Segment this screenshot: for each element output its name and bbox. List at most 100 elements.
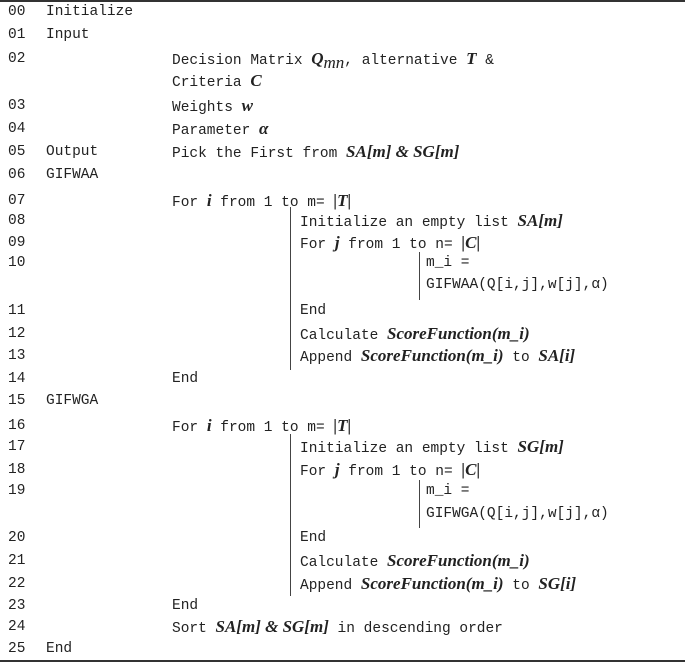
statement: End	[172, 371, 199, 387]
line-number: 13	[8, 348, 26, 364]
stmt-text: For	[172, 195, 207, 211]
stmt-text: Append	[300, 350, 361, 366]
line-03: 03 Weights w	[0, 95, 685, 117]
statement: Calculate ScoreFunction(m_i)	[300, 323, 530, 347]
stmt-text: Calculate	[300, 328, 388, 344]
statement: Criteria C	[172, 70, 262, 94]
line-19: 19 m_i =	[0, 480, 685, 502]
math-expr: SA[m]	[517, 211, 563, 230]
line-number: 00	[8, 4, 26, 20]
line-number: 23	[8, 598, 26, 614]
line-05: 05 Output Pick the First from SA[m] & SG…	[0, 141, 685, 163]
line-10-cont: GIFWAA(Q[i,j],w[j],α)	[0, 274, 685, 296]
math-expr: SG[m]	[517, 437, 564, 456]
line-23: 23 End	[0, 595, 685, 617]
stmt-text: Calculate	[300, 555, 388, 571]
math-expr: SA[m] & SG[m]	[215, 617, 329, 636]
line-number: 04	[8, 121, 26, 137]
line-number: 18	[8, 462, 26, 478]
line-04: 04 Parameter α	[0, 118, 685, 140]
line-number: 20	[8, 530, 26, 546]
statement: GIFWAA(Q[i,j],w[j],α)	[426, 277, 609, 293]
section-label: End	[46, 641, 73, 657]
statement: Weights w	[172, 95, 253, 119]
line-16: 16 For i from 1 to m= |T|	[0, 415, 685, 437]
line-number: 25	[8, 641, 26, 657]
stmt-text: to	[503, 350, 539, 366]
section-label: Initialize	[46, 4, 134, 20]
line-number: 11	[8, 303, 26, 319]
line-25: 25 End	[0, 638, 685, 660]
line-17: 17 Initialize an empty list SG[m]	[0, 436, 685, 458]
math-expr: |T|	[333, 416, 352, 435]
math-var: i	[206, 416, 212, 435]
indent-guide-outer-gifwaa	[290, 207, 291, 370]
statement: For i from 1 to m= |T|	[172, 415, 351, 439]
section-label: Input	[46, 27, 90, 43]
line-14: 14 End	[0, 368, 685, 390]
math-expr: ScoreFunction(m_i)	[360, 346, 504, 365]
statement: Append ScoreFunction(m_i) to SG[i]	[300, 573, 576, 597]
statement: Initialize an empty list SG[m]	[300, 436, 564, 460]
math-expr: ScoreFunction(m_i)	[360, 574, 504, 593]
stmt-text: For	[172, 420, 207, 436]
line-12: 12 Calculate ScoreFunction(m_i)	[0, 323, 685, 345]
line-number: 02	[8, 51, 26, 67]
stmt-text: Weights	[172, 100, 242, 116]
line-13: 13 Append ScoreFunction(m_i) to SA[i]	[0, 345, 685, 367]
stmt-text: Sort	[172, 621, 216, 637]
indent-guide-inner-gifwga	[419, 480, 420, 528]
stmt-text: to	[503, 578, 539, 594]
statement: For j from 1 to n= |C|	[300, 459, 480, 483]
math-var: C	[250, 71, 262, 90]
line-number: 24	[8, 619, 26, 635]
line-11: 11 End	[0, 300, 685, 322]
math-var: j	[334, 233, 340, 252]
math-expr: |C|	[461, 233, 481, 252]
line-01: 01 Input	[0, 24, 685, 46]
line-number: 21	[8, 553, 26, 569]
stmt-text: from 1 to n=	[339, 464, 462, 480]
line-number: 10	[8, 255, 26, 271]
stmt-text: in descending order	[328, 621, 503, 637]
bottom-rule	[0, 660, 685, 662]
math-expr: |C|	[461, 460, 481, 479]
math-expr: ScoreFunction(m_i)	[387, 324, 530, 343]
line-number: 12	[8, 326, 26, 342]
statement: Sort SA[m] & SG[m] in descending order	[172, 616, 503, 640]
line-number: 16	[8, 418, 26, 434]
stmt-text: from 1 to m=	[211, 195, 334, 211]
stmt-text: Parameter	[172, 123, 260, 139]
line-number: 14	[8, 371, 26, 387]
indent-guide-outer-gifwga	[290, 434, 291, 596]
stmt-text: Append	[300, 578, 361, 594]
indent-guide-inner-gifwaa	[419, 252, 420, 300]
line-number: 19	[8, 483, 26, 499]
stmt-text: For	[300, 464, 335, 480]
line-00: 00 Initialize	[0, 1, 685, 23]
line-09: 09 For j from 1 to n= |C|	[0, 232, 685, 254]
line-18: 18 For j from 1 to n= |C|	[0, 459, 685, 481]
line-10: 10 m_i =	[0, 252, 685, 274]
stmt-text: Decision Matrix	[172, 53, 312, 69]
math-sub: mn	[323, 52, 345, 72]
math-var: i	[206, 191, 212, 210]
stmt-text: &	[476, 53, 494, 69]
statement: End	[300, 303, 327, 319]
line-19-cont: GIFWGA(Q[i,j],w[j],α)	[0, 503, 685, 525]
statement: Append ScoreFunction(m_i) to SA[i]	[300, 345, 575, 369]
stmt-text: , alternative	[344, 53, 467, 69]
statement: Pick the First from SA[m] & SG[m]	[172, 141, 459, 165]
math-expr: SA[i]	[538, 346, 576, 365]
line-08: 08 Initialize an empty list SA[m]	[0, 210, 685, 232]
statement: Initialize an empty list SA[m]	[300, 210, 563, 234]
statement: End	[300, 530, 327, 546]
stmt-text: from 1 to n=	[339, 237, 462, 253]
statement: Calculate ScoreFunction(m_i)	[300, 550, 530, 574]
line-22: 22 Append ScoreFunction(m_i) to SG[i]	[0, 573, 685, 595]
line-number: 01	[8, 27, 26, 43]
section-label: GIFWGA	[46, 393, 99, 409]
top-rule	[0, 0, 685, 2]
line-number: 17	[8, 439, 26, 455]
line-06: 06 GIFWAA	[0, 164, 685, 186]
